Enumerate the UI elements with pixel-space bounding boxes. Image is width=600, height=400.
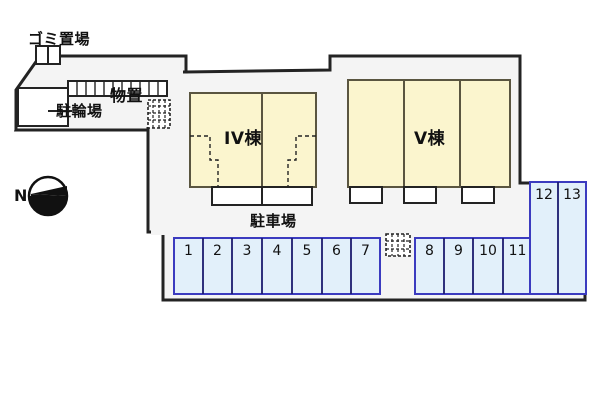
- building-5-entry-2: [403, 186, 437, 204]
- stall-number-7[interactable]: 7: [361, 243, 370, 259]
- stall-number-4[interactable]: 4: [272, 243, 282, 259]
- stall-number-1[interactable]: 1: [184, 243, 193, 259]
- stall-number-5[interactable]: 5: [302, 243, 312, 259]
- building-4-entry-left: [211, 186, 263, 206]
- label-gomi-okiba: ゴミ置場: [28, 30, 91, 48]
- building-4-label: IV棟: [224, 129, 262, 149]
- compass-north-label: N: [14, 186, 28, 205]
- building-4-entry-right: [261, 186, 313, 206]
- building-5-entry-1: [349, 186, 383, 204]
- parking-block-corner: [529, 181, 587, 295]
- stair-hatch-center: [385, 233, 411, 257]
- label-monooki: 物置: [110, 86, 144, 105]
- stall-number-8[interactable]: 8: [425, 243, 434, 259]
- stall-number-2[interactable]: 2: [213, 243, 222, 259]
- label-chuushajou: 駐車場: [250, 212, 297, 230]
- building-4-dash-right: [287, 135, 316, 187]
- building-5-group: [347, 79, 511, 204]
- stall-number-10[interactable]: 10: [479, 243, 497, 259]
- stall-number-6[interactable]: 6: [332, 243, 341, 259]
- building-5-entry-3: [461, 186, 495, 204]
- stall-number-3[interactable]: 3: [242, 243, 252, 259]
- storage-locker-row: [67, 80, 168, 97]
- label-chuurinjou: 駐輪場: [56, 102, 103, 120]
- stair-hatch-left: [147, 99, 171, 129]
- building-5-label: V棟: [414, 129, 446, 149]
- stall-number-13[interactable]: 13: [563, 187, 581, 203]
- compass-north-icon: [27, 175, 69, 217]
- parking-block-left: [173, 237, 381, 295]
- building-4-group: [189, 92, 317, 206]
- bicycle-parking-box: [17, 87, 69, 127]
- building-4-dash-left: [190, 135, 219, 187]
- stall-number-12[interactable]: 12: [535, 187, 553, 203]
- parking-block-right: [414, 237, 533, 295]
- stall-number-9[interactable]: 9: [454, 243, 463, 259]
- building-4-body: [189, 92, 317, 188]
- stall-number-11[interactable]: 11: [508, 243, 527, 259]
